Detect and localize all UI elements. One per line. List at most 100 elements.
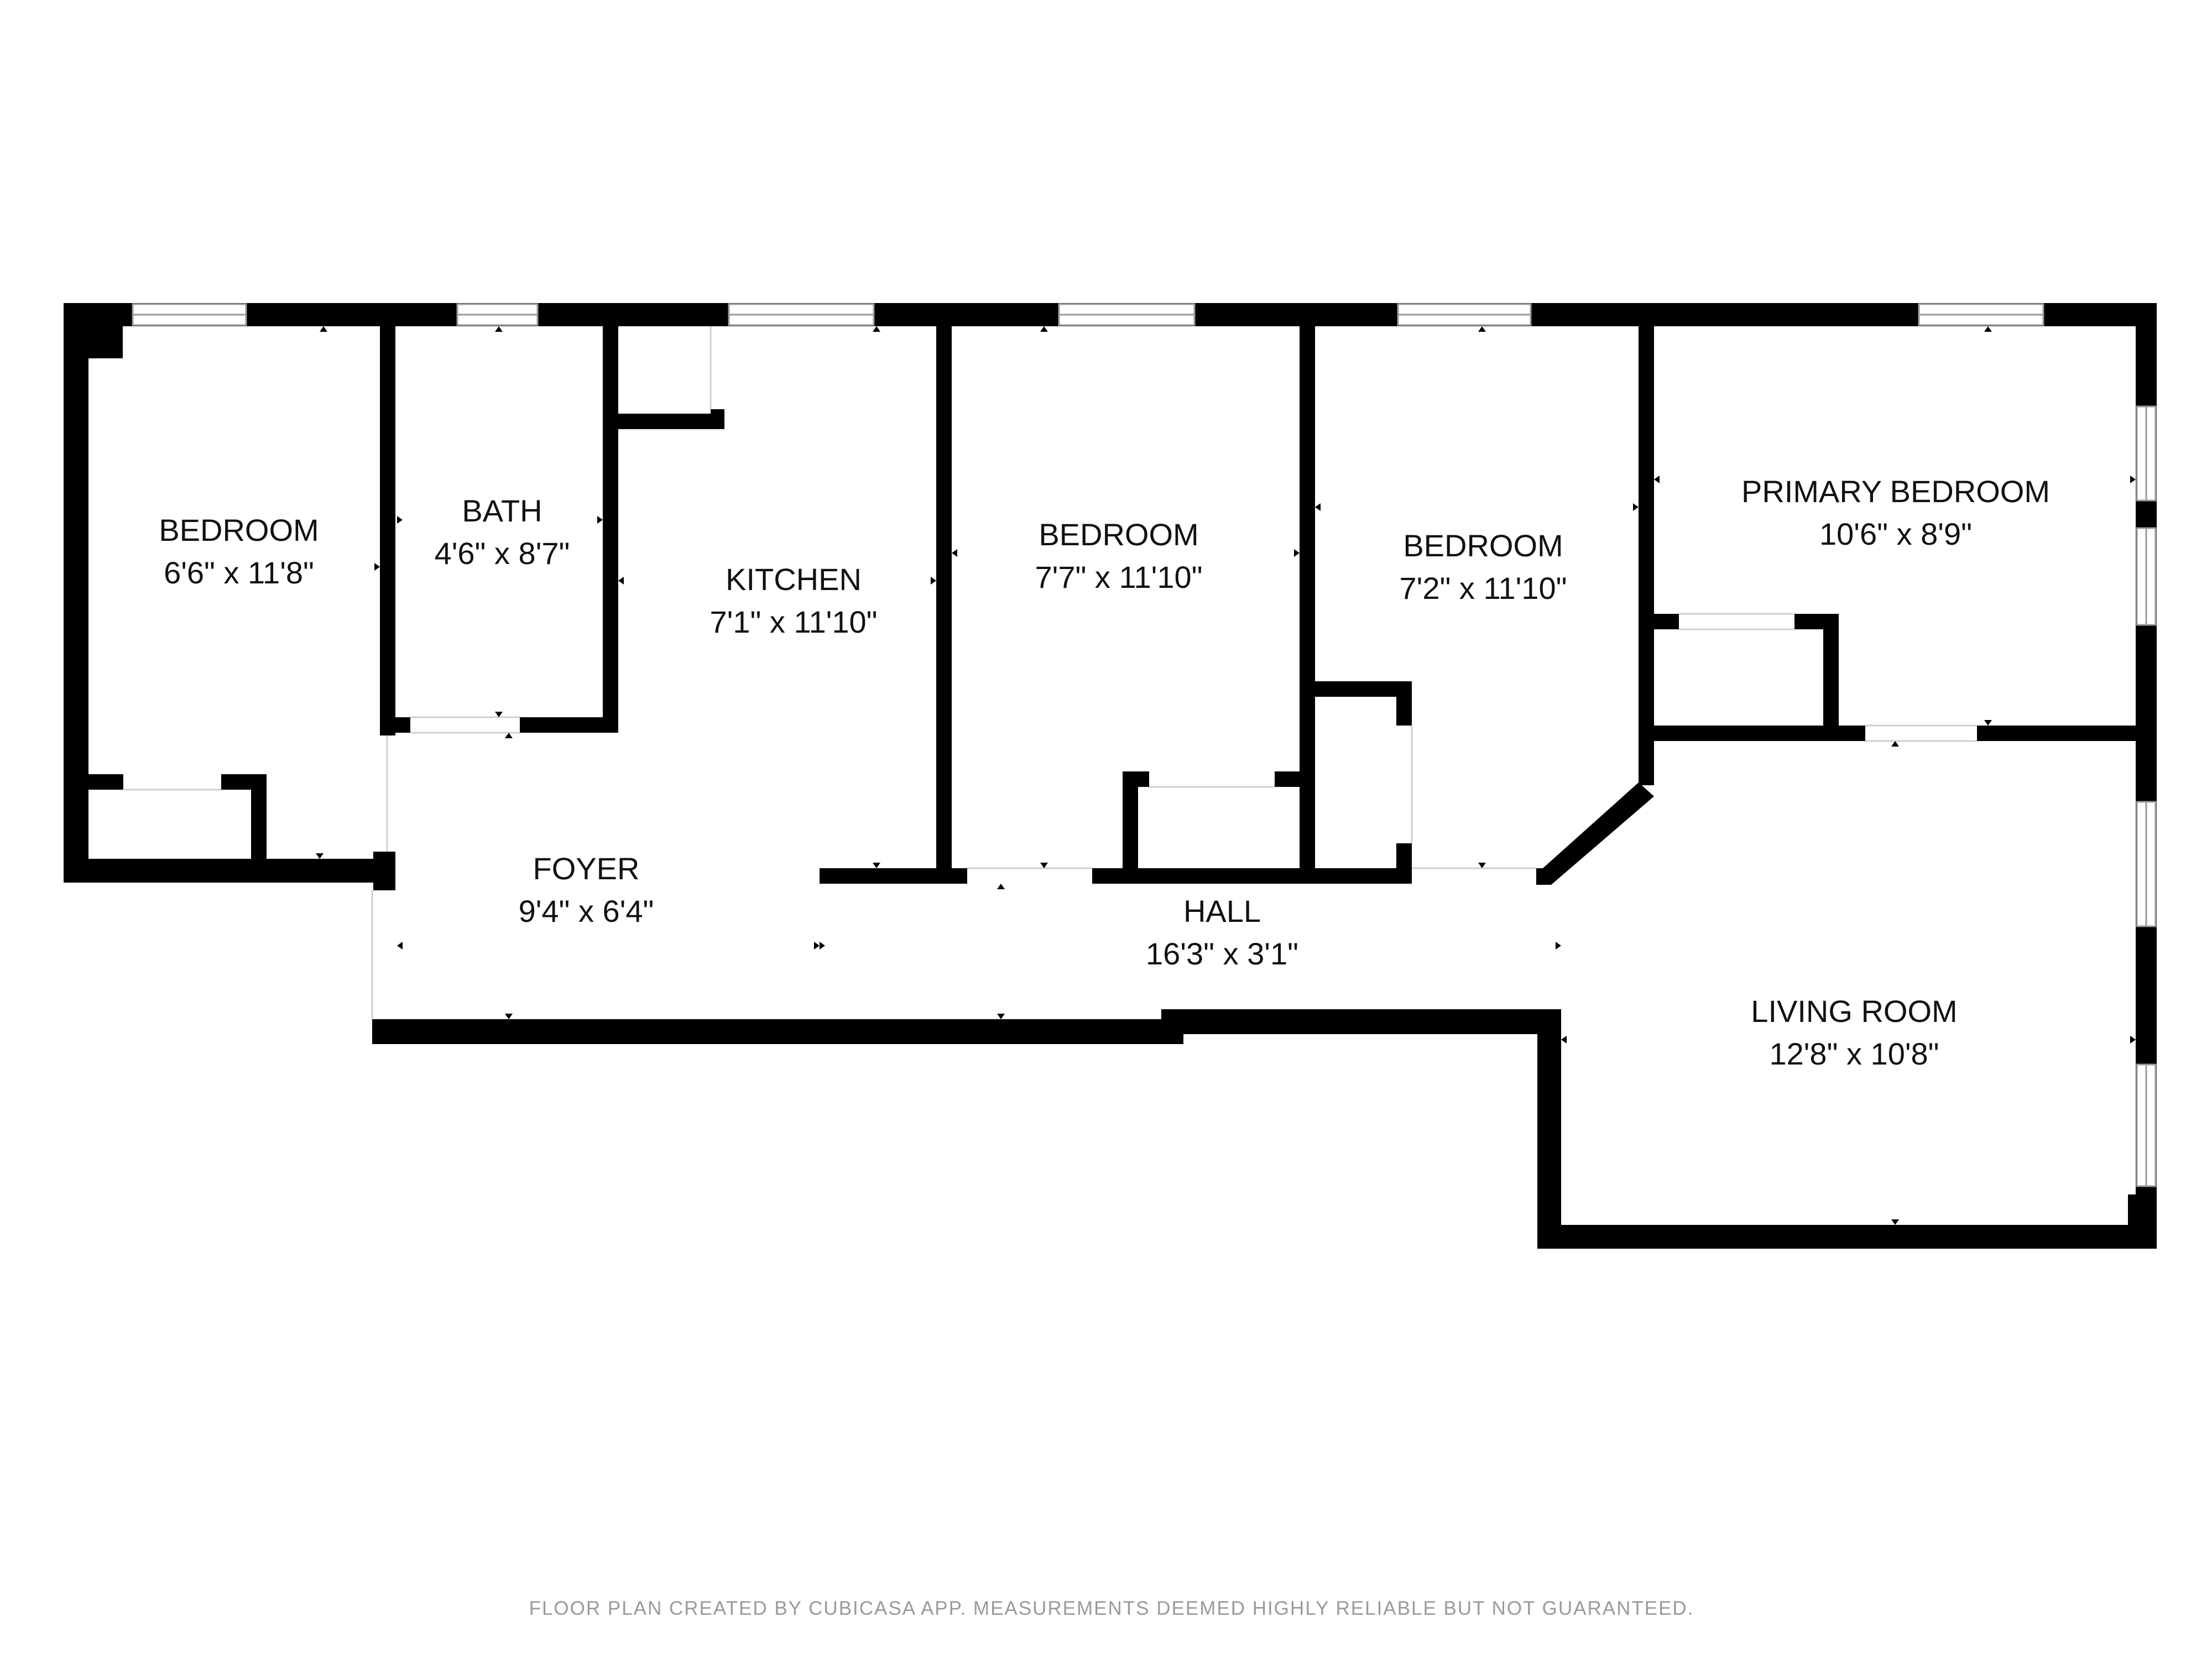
room-bedroom-1: BEDROOM 6'6" x 11'8" — [159, 513, 319, 590]
wall-bath-right — [603, 326, 618, 733]
wall-pantry-right — [711, 409, 724, 429]
marker — [931, 577, 936, 585]
wall-corner-block — [64, 303, 123, 358]
wall-bedroom3-bottom — [1315, 868, 1412, 884]
wall-primary-closet-right — [1823, 614, 1839, 741]
room-primary-bedroom: PRIMARY BEDROOM 10'6" x 8'9" — [1741, 474, 2050, 551]
marker — [495, 712, 503, 717]
wall-bath-bottom-a — [380, 717, 410, 733]
wall-closet1-top-a — [88, 774, 123, 790]
marker — [952, 549, 957, 557]
room-name: BEDROOM — [159, 513, 319, 547]
room-name: BEDROOM — [1403, 528, 1563, 563]
marker — [1478, 326, 1486, 332]
wall-foyer-left-stub — [372, 1019, 397, 1044]
room-dimensions: 9'4" x 6'4" — [519, 894, 654, 928]
marker — [83, 563, 88, 571]
room-bedroom-2: BEDROOM 7'7" x 11'10" — [1035, 517, 1203, 594]
marker — [397, 516, 403, 524]
wall-closet3-right-a — [1396, 681, 1412, 726]
wall-hall-bottom — [1178, 1009, 1561, 1034]
marker — [1633, 503, 1639, 511]
marker — [316, 853, 324, 859]
room-living-room: LIVING ROOM 12'8" x 10'8" — [1751, 994, 1957, 1071]
wall-living-bottom — [1537, 1225, 2157, 1249]
marker — [814, 942, 820, 950]
marker — [873, 863, 880, 868]
room-dimensions: 7'2" x 11'10" — [1400, 571, 1567, 606]
marker — [1984, 326, 1992, 332]
wall-closet3-top — [1315, 681, 1412, 697]
room-name: BEDROOM — [1039, 517, 1198, 552]
marker — [873, 326, 880, 332]
room-dimensions: 4'6" x 8'7" — [435, 536, 570, 571]
wall-pantry-bottom — [603, 414, 724, 429]
marker — [1891, 741, 1899, 747]
walls — [64, 303, 2157, 1249]
marker — [505, 733, 513, 738]
wall-bedroom2-right — [1300, 326, 1315, 884]
room-dimensions: 12'8" x 10'8" — [1769, 1036, 1939, 1071]
room-foyer: FOYER 9'4" x 6'4" — [519, 851, 654, 928]
marker — [2130, 1036, 2136, 1044]
wall-bedroom1-right — [380, 326, 395, 735]
wall-left-bottom — [64, 859, 395, 883]
marker — [2130, 476, 2136, 483]
wall-bedroom2-bottom-a — [952, 868, 967, 884]
room-name: BATH — [462, 493, 542, 528]
room-bedroom-3: BEDROOM 7'2" x 11'10" — [1400, 528, 1567, 606]
marker — [320, 326, 327, 332]
room-bath: BATH 4'6" x 8'7" — [435, 493, 570, 571]
wall-closet2-left — [1123, 771, 1138, 884]
room-name: PRIMARY BEDROOM — [1741, 474, 2050, 509]
room-dimensions: 7'7" x 11'10" — [1035, 560, 1203, 594]
room-name: FOYER — [533, 851, 640, 886]
wall-kitchen-right — [936, 326, 952, 884]
room-name: KITCHEN — [726, 562, 862, 597]
marker — [1556, 942, 1561, 950]
room-dimensions: 7'1" x 11'10" — [710, 604, 878, 639]
room-labels: BEDROOM 6'6" x 11'8" BATH 4'6" x 8'7" KI… — [159, 474, 2050, 1071]
wall-bath-bottom-b — [520, 717, 618, 733]
wall-closet1-right — [251, 774, 267, 859]
marker — [374, 563, 380, 571]
marker — [495, 326, 503, 332]
wall-bedroom3-right — [1639, 326, 1654, 785]
wall-bedroom3-diagonal — [1536, 782, 1654, 885]
dimension-markers — [83, 326, 2136, 1225]
marker — [505, 1014, 513, 1019]
wall-primary-bottom-b — [1977, 726, 2157, 741]
wall-hall-step — [1161, 1009, 1183, 1044]
marker — [1891, 1219, 1899, 1225]
room-kitchen: KITCHEN 7'1" x 11'10" — [710, 562, 878, 639]
room-dimensions: 6'6" x 11'8" — [164, 555, 314, 590]
marker — [1040, 863, 1048, 868]
wall-left — [64, 303, 88, 883]
windows — [132, 303, 2157, 1187]
marker — [997, 884, 1005, 889]
marker — [1984, 720, 1992, 726]
marker — [1478, 863, 1486, 868]
wall-primary-closet-top-a — [1654, 614, 1679, 629]
room-name: LIVING ROOM — [1751, 994, 1957, 1029]
wall-living-left — [1537, 1009, 1561, 1249]
marker — [1294, 549, 1300, 557]
marker — [1040, 326, 1048, 332]
wall-bedroom1-right-low — [373, 852, 395, 890]
marker — [820, 942, 825, 950]
marker — [1654, 476, 1660, 483]
marker — [997, 1014, 1005, 1019]
marker — [1561, 1036, 1567, 1044]
wall-kitchen-bottom — [820, 868, 952, 884]
wall-living-corner — [2128, 1194, 2157, 1249]
door-openings — [123, 326, 1977, 1019]
marker — [597, 516, 603, 524]
room-name: HALL — [1183, 894, 1261, 928]
room-dimensions: 10'6" x 8'9" — [1819, 517, 1972, 551]
marker — [1315, 503, 1321, 511]
wall-foyer-bottom — [372, 1019, 1168, 1044]
marker — [397, 942, 403, 950]
room-dimensions: 16'3" x 3'1" — [1146, 936, 1298, 971]
wall-closet2-top-a — [1123, 771, 1149, 787]
